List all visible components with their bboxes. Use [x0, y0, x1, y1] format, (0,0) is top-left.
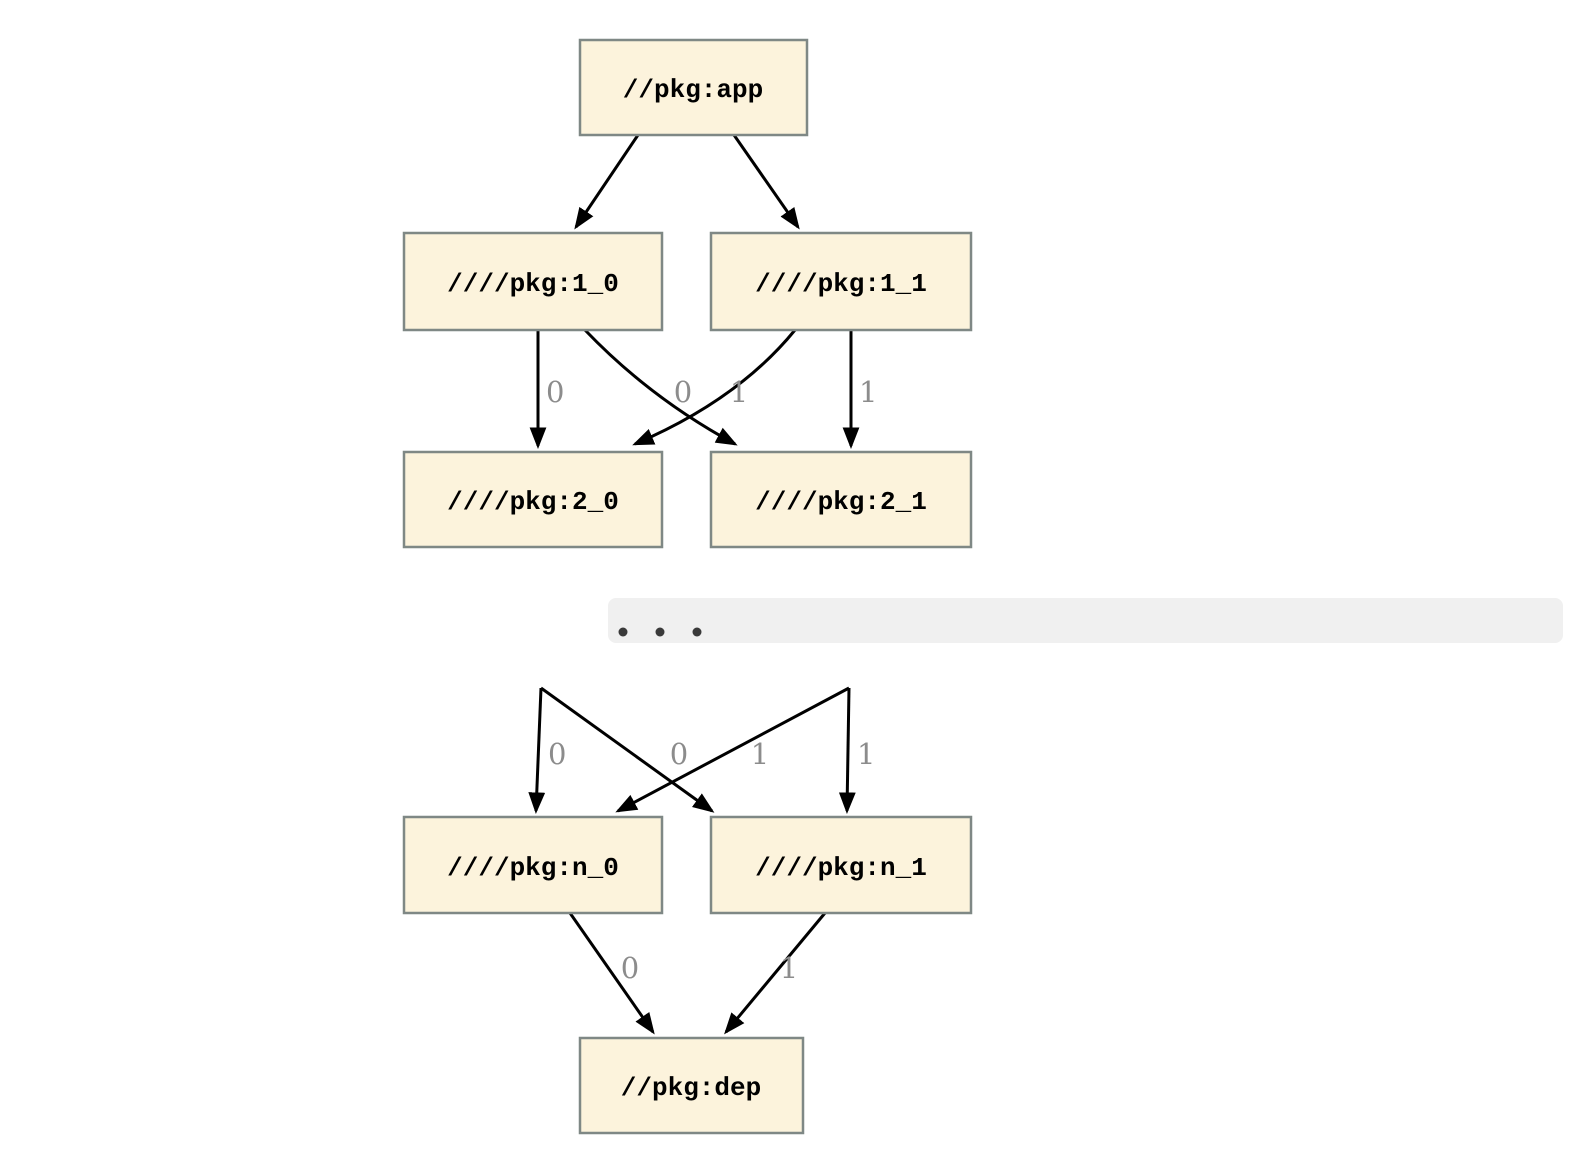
ellipsis-band-box: [608, 598, 1563, 643]
ellipsis-dot-3: [692, 627, 702, 637]
edge-pkg1-1-to-pkg2-0: [632, 329, 797, 446]
edge-pkgn-1-to-dep: [724, 912, 827, 1035]
edge-pkg1-0-to-pkg2-1: [583, 328, 738, 446]
edge-app-to-pkg1-1: [732, 134, 800, 230]
edge-hidden1-to-pkgn-1: [838, 687, 856, 815]
node-pkg-2-1: ////pkg:2_1: [709, 450, 973, 549]
ellipsis-dots: [618, 627, 702, 637]
ellipsis-dot-2: [655, 627, 665, 637]
edge-label-hidden0-to-pkgn-0: 0: [548, 737, 566, 771]
edge-label-pkg1-0-to-pkg2-0: 0: [546, 375, 564, 409]
edges-group: [528, 134, 860, 1035]
edge-app-to-pkg1-0: [574, 134, 640, 230]
edge-label-pkgn-0-to-dep: 0: [621, 951, 639, 985]
node-pkg-app-box: [578, 38, 809, 137]
node-pkg-dep: //pkg:dep: [578, 1036, 805, 1135]
node-pkg-1-1-label: ////pkg:1_1: [755, 269, 927, 299]
ellipsis-dot-1: [618, 627, 628, 637]
node-pkg-1-0-label: ////pkg:1_0: [447, 269, 619, 299]
edge-label-pkg1-1-to-pkg2-1: 1: [859, 375, 877, 409]
edge-label-pkgn-1-to-dep: 1: [780, 951, 798, 985]
edge-label-pkg1-1-to-pkg2-0: 1: [730, 375, 748, 409]
node-pkg-n-1-box: [709, 815, 973, 915]
node-pkg-dep-box: [578, 1036, 805, 1135]
node-pkg-1-0-box: [402, 231, 664, 332]
node-pkg-2-0: ////pkg:2_0: [402, 450, 664, 549]
node-pkg-1-1: ////pkg:1_1: [709, 231, 973, 332]
edge-label-hidden1-to-pkgn-0: 1: [751, 737, 769, 771]
node-pkg-n-1: ////pkg:n_1: [709, 815, 973, 915]
node-pkg-2-1-box: [709, 450, 973, 549]
edge-hidden1-to-pkgn-0: [615, 686, 850, 813]
edge-hidden0-to-pkgn-0: [528, 687, 546, 815]
edge-label-hidden0-to-pkgn-1: 0: [670, 737, 688, 771]
edge-label-hidden1-to-pkgn-1: 1: [857, 737, 875, 771]
node-pkg-n-0: ////pkg:n_0: [402, 815, 664, 915]
node-pkg-app: //pkg:app: [578, 38, 809, 137]
node-pkg-2-0-label: ////pkg:2_0: [447, 487, 619, 517]
edge-label-pkg1-0-to-pkg2-1: 0: [674, 375, 692, 409]
edge-pkgn-0-to-dep: [568, 912, 655, 1035]
node-pkg-2-1-label: ////pkg:2_1: [755, 487, 927, 517]
node-pkg-app-label: //pkg:app: [623, 75, 763, 105]
node-pkg-n-0-label: ////pkg:n_0: [447, 853, 619, 883]
node-pkg-dep-label: //pkg:dep: [621, 1073, 761, 1103]
ellipsis-band: [608, 598, 1563, 643]
node-pkg-n-0-box: [402, 815, 664, 915]
node-pkg-n-1-label: ////pkg:n_1: [755, 853, 927, 883]
node-pkg-2-0-box: [402, 450, 664, 549]
edge-hidden0-to-pkgn-1: [540, 686, 715, 813]
node-pkg-1-1-box: [709, 231, 973, 332]
node-pkg-1-0: ////pkg:1_0: [402, 231, 664, 332]
edge-labels-group: 0 0 1 1 0 0 1 1 0 1: [546, 375, 877, 985]
